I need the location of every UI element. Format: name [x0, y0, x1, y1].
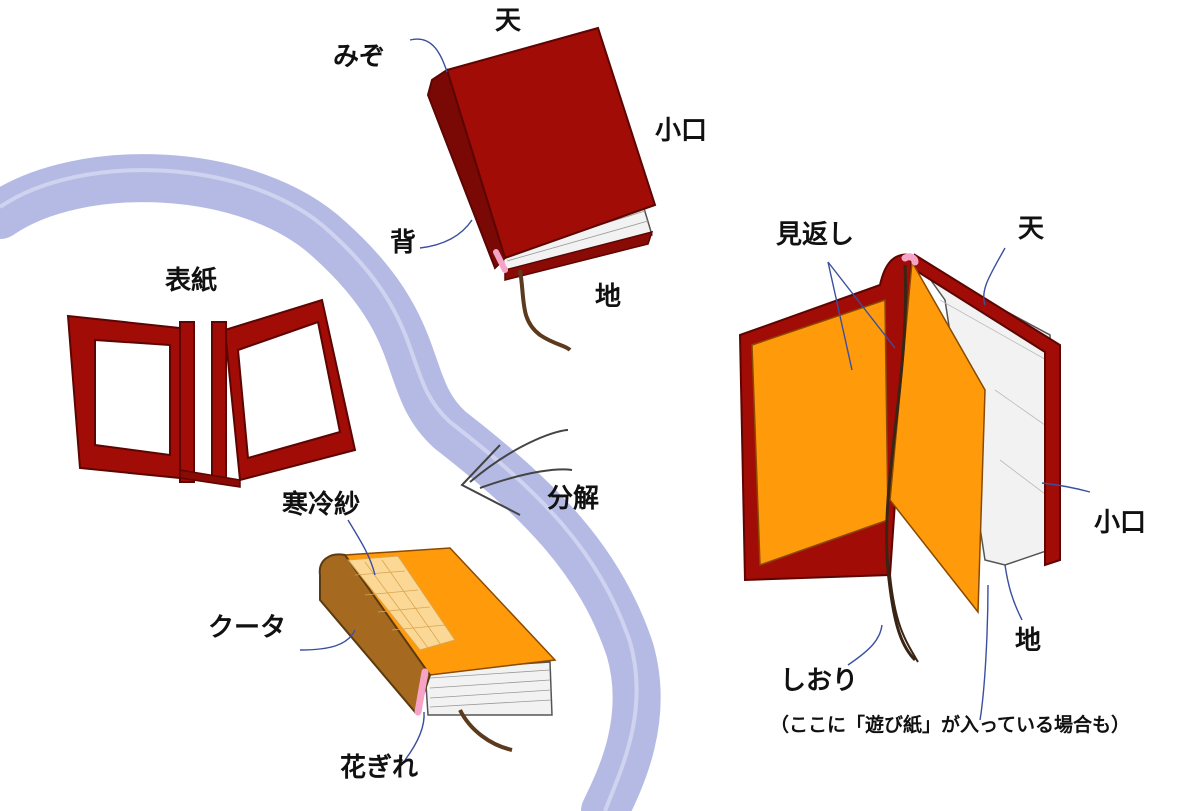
- open-book-leader-lines: [827, 247, 1091, 721]
- decompose-arrow: [460, 429, 573, 516]
- label-se: 背: [390, 228, 417, 258]
- label-note: （ここに「遊び紙」が入っている場合も）: [770, 714, 1131, 736]
- top-book-back-edge: [504, 230, 654, 281]
- label-chi-right: 地: [1015, 626, 1042, 656]
- label-kuuta: クータ: [208, 613, 287, 643]
- label-koguchi-right: 小口: [1094, 508, 1147, 538]
- kanreisha-grid: [354, 559, 446, 649]
- label-hyoushi: 表紙: [165, 266, 218, 296]
- label-kanreisha: 寒冷紗: [282, 490, 361, 520]
- open-book-ribbon: [885, 264, 917, 662]
- label-ten-right: 天: [1018, 214, 1045, 244]
- closed-book-top: [426, 26, 657, 352]
- cover-frame: [66, 314, 181, 480]
- label-bunkai: 分解: [547, 484, 600, 514]
- label-mikaeshi: 見返し: [776, 220, 855, 250]
- label-koguchi-top: 小口: [655, 116, 708, 146]
- label-hanagire: 花ぎれ: [340, 753, 419, 783]
- open-book-headband: [901, 253, 919, 266]
- label-ten-top: 天: [495, 6, 522, 36]
- textblock-page-lines: [429, 669, 552, 708]
- unfolded-cover: [66, 298, 357, 488]
- river-streaks: [0, 168, 639, 811]
- textblock-ribbon: [458, 709, 513, 752]
- text-block: [318, 547, 557, 752]
- label-mizo: みぞ: [333, 42, 386, 72]
- label-shiori: しおり: [780, 666, 859, 696]
- open-book-endpaper-left: [751, 298, 889, 567]
- open-book: [738, 253, 1061, 663]
- cover-spine-bottom: [179, 469, 241, 488]
- top-leader-lines: [409, 38, 473, 249]
- cover-spine-left: [179, 321, 195, 483]
- cover-frame-right: [223, 298, 357, 482]
- top-book-headband: [493, 249, 508, 273]
- top-book-ribbon: [518, 269, 572, 352]
- textblock-leader-lines: [299, 519, 425, 761]
- label-chi-top: 地: [595, 282, 622, 312]
- cover-spine-right: [211, 321, 227, 483]
- textblock-headband: [414, 668, 429, 716]
